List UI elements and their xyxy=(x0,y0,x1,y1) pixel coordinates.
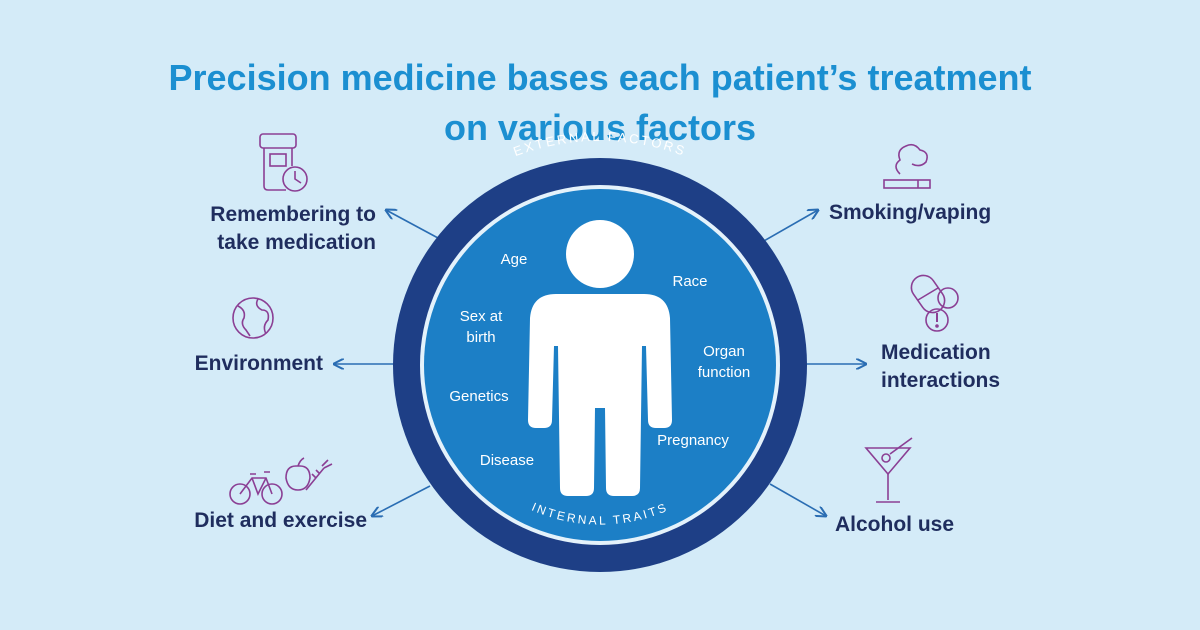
trait-organ-line-1: Organ xyxy=(703,343,745,360)
factor-medication-line-2: take medication xyxy=(217,231,376,254)
arrow-medication xyxy=(386,210,439,239)
factor-smoking: Smoking/vaping xyxy=(829,201,992,224)
bicycle-icon xyxy=(229,471,283,505)
person-figure-icon xyxy=(528,220,672,496)
factor-environment: Environment xyxy=(194,352,323,375)
connector-arrows xyxy=(334,210,866,516)
trait-sex-line-1: Sex at xyxy=(459,308,503,325)
factor-medication-line-1: Remembering to xyxy=(210,203,376,226)
pill-bottle-clock-icon xyxy=(259,133,308,192)
trait-sex-line-2: birth xyxy=(466,329,496,346)
arrow-smoking xyxy=(761,210,818,243)
factor-interactions: Medication interactions xyxy=(881,339,1041,395)
page-title-line-2: on various factors xyxy=(443,107,757,148)
trait-organ-line-2: function xyxy=(697,364,751,381)
trait-organ-function: Organ function xyxy=(686,341,762,383)
factor-alcohol: Alcohol use xyxy=(835,513,955,536)
arrow-diet xyxy=(372,485,431,516)
arrow-alcohol xyxy=(769,483,826,516)
globe-icon xyxy=(232,297,274,339)
trait-age: Age xyxy=(500,251,528,268)
trait-pregnancy: Pregnancy xyxy=(657,432,729,449)
factor-diet-exercise: Diet and exercise xyxy=(194,509,367,532)
factor-interactions-line-1: Medication xyxy=(881,341,991,364)
page-title-line-1: Precision medicine bases each patient’s … xyxy=(168,57,1032,98)
apple-carrot-icon xyxy=(285,457,333,491)
factor-interactions-line-2: interactions xyxy=(881,369,1001,392)
svg-text:EXTERNAL FACTORS: EXTERNAL FACTORS xyxy=(511,129,688,159)
external-factors-ring-label: EXTERNAL FACTORS xyxy=(511,129,686,159)
trait-race: Race xyxy=(672,273,708,290)
trait-genetics: Genetics xyxy=(449,388,509,405)
trait-sex-at-birth: Sex at birth xyxy=(446,306,516,348)
cigarette-icon xyxy=(883,143,931,189)
martini-glass-icon xyxy=(864,437,913,503)
trait-disease: Disease xyxy=(479,452,535,469)
pills-warning-icon xyxy=(910,274,959,332)
factor-medication: Remembering to take medication xyxy=(170,201,376,257)
